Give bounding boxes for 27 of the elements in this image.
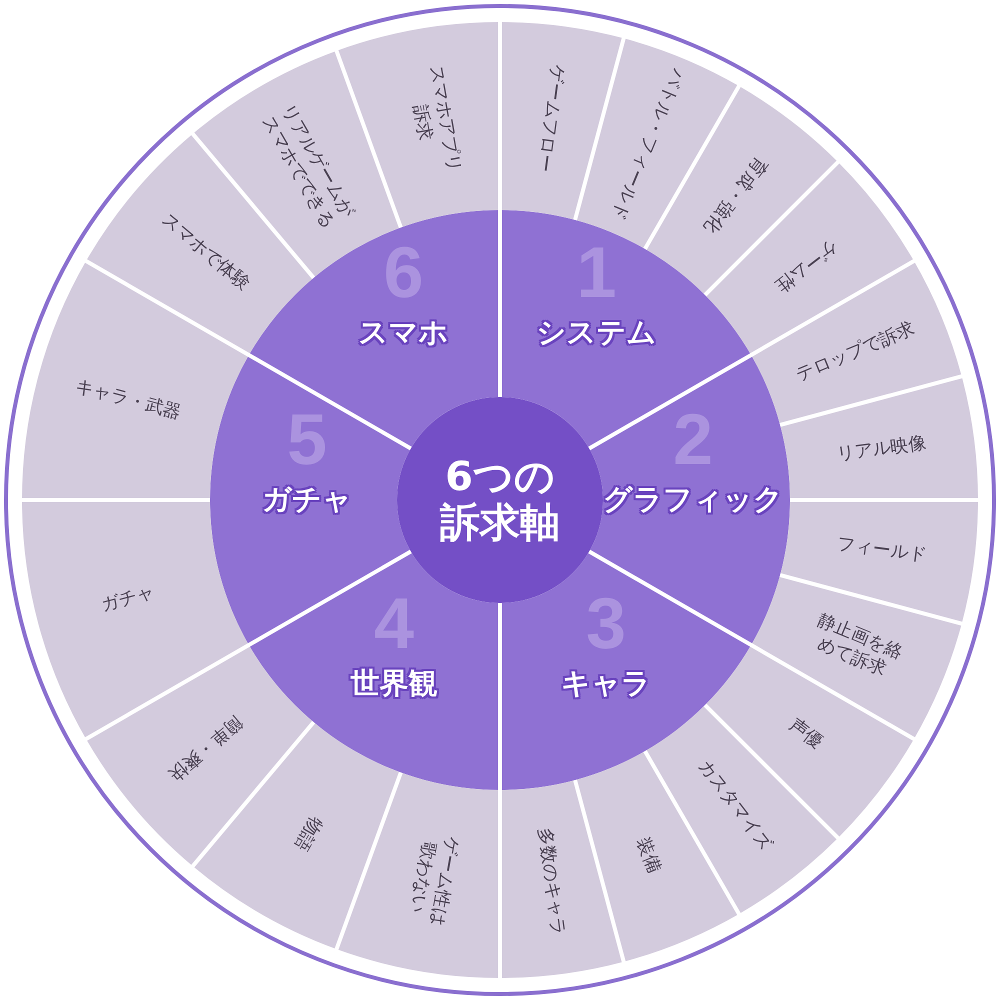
segment-label: 多数のキャラ — [532, 826, 568, 937]
segment-label: リアル映像 — [836, 432, 928, 467]
segment-label: ゲーム性は歌わない — [405, 834, 464, 930]
segment-label: キャラ・武器 — [73, 376, 184, 426]
center-title: 6つの訴求軸 — [438, 454, 561, 546]
segment-label: 物語 — [289, 812, 326, 855]
segment-label: スマホアプリ訴求 — [408, 62, 466, 176]
segment-label: スマホで体験 — [156, 209, 254, 296]
sector-label: グラフィック — [603, 481, 783, 518]
segment-label: 声優 — [784, 714, 827, 754]
segment-label: フィールド — [836, 533, 928, 568]
sector-label: キャラ — [561, 664, 651, 702]
segment-label: 静止画を絡めて訴求 — [813, 608, 907, 682]
segment-label: 育成・強化 — [698, 152, 771, 238]
sector-label: 世界観 — [350, 664, 438, 702]
sector-label: システム — [536, 314, 656, 351]
segment-label: バトル・フィールド — [606, 65, 689, 224]
sector-label: スマホ — [358, 314, 448, 351]
segment-label: 装備 — [630, 834, 665, 877]
segment-label: リアルゲームがスマホでできる — [256, 100, 360, 234]
segment-label: テロップで訴求 — [793, 318, 918, 388]
segment-label: ゲーム性 — [770, 234, 841, 296]
segment-label: 簡単・爽快 — [163, 710, 247, 786]
sector-label: ガチャ — [262, 481, 352, 518]
segment-label: ゲームフロー — [532, 63, 568, 174]
segment-label: カスタマイズ — [692, 756, 776, 856]
segment-label: ガチャ — [99, 582, 158, 618]
